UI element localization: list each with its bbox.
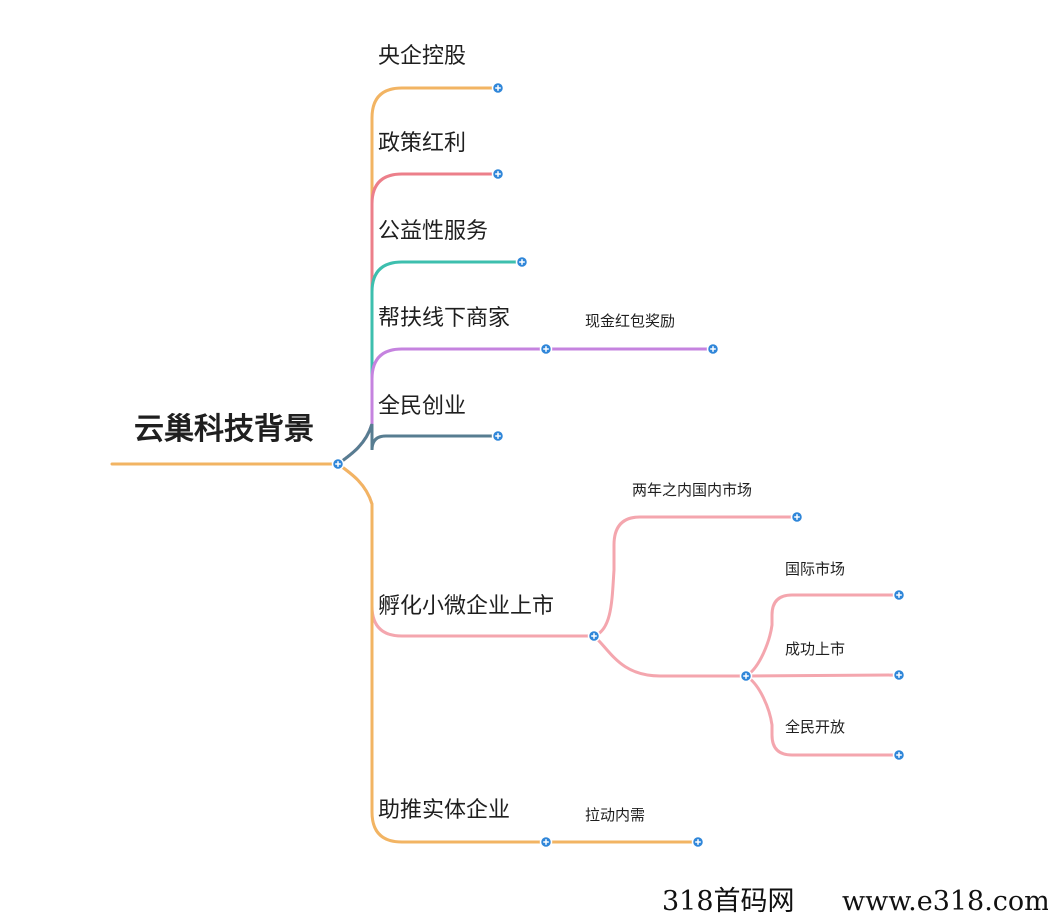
branch-label-boost-real-economy[interactable]: 助推实体企业 bbox=[378, 798, 511, 823]
root-expand-icon[interactable] bbox=[331, 457, 345, 471]
watermark-site-url: www.e318.com bbox=[842, 886, 1048, 917]
expand-icon-policy-bonus[interactable] bbox=[491, 167, 505, 181]
child-label-successful-listing[interactable]: 成功上市 bbox=[785, 640, 846, 658]
child-label-open-to-all[interactable]: 全民开放 bbox=[785, 718, 846, 736]
child-label-domestic-market[interactable]: 两年之内国内市场 bbox=[632, 481, 753, 499]
branch-label-mass-entrepreneurship[interactable]: 全民创业 bbox=[378, 394, 467, 419]
expand-icon-mass-entrepreneurship[interactable] bbox=[491, 429, 505, 443]
expand-icon-domestic-market[interactable] bbox=[790, 510, 804, 524]
child-line-listing-group bbox=[592, 634, 748, 678]
branch-label-central-soe[interactable]: 央企控股 bbox=[378, 44, 467, 69]
child-line-domestic-market bbox=[592, 515, 799, 638]
expand-icon-public-service[interactable] bbox=[515, 255, 529, 269]
branch-label-public-service[interactable]: 公益性服务 bbox=[378, 219, 489, 244]
child-label-cash-reward[interactable]: 现金红包奖励 bbox=[585, 312, 676, 330]
expand-icon-international-market[interactable] bbox=[892, 588, 906, 602]
grandchild-line-open-to-all bbox=[744, 674, 901, 757]
expand-icon-boost-real-economy[interactable] bbox=[539, 835, 553, 849]
grandchild-line-successful-listing bbox=[744, 673, 901, 678]
expand-icon-open-to-all[interactable] bbox=[892, 748, 906, 762]
grandchild-line-international-market bbox=[744, 593, 901, 678]
expand-icon-successful-listing[interactable] bbox=[892, 668, 906, 682]
expand-icon-central-soe[interactable] bbox=[491, 81, 505, 95]
branch-line-mass-entrepreneurship bbox=[336, 423, 500, 466]
branch-label-incubate-listing[interactable]: 孵化小微企业上市 bbox=[378, 594, 555, 619]
branch-label-policy-bonus[interactable]: 政策红利 bbox=[378, 131, 467, 156]
child-label-stimulate-demand[interactable]: 拉动内需 bbox=[585, 806, 646, 824]
branch-label-support-merchants[interactable]: 帮扶线下商家 bbox=[378, 306, 511, 331]
expand-icon-incubate-listing[interactable] bbox=[587, 629, 601, 643]
branch-line-boost-real-economy bbox=[336, 462, 548, 844]
expand-icon-stimulate-demand[interactable] bbox=[691, 835, 705, 849]
watermark-site-name: 318首码网 bbox=[662, 886, 795, 917]
child-label-international-market[interactable]: 国际市场 bbox=[785, 560, 846, 578]
root-node-label[interactable]: 云巢科技背景 bbox=[134, 412, 314, 447]
expand-icon-cash-reward[interactable] bbox=[706, 342, 720, 356]
expand-icon-listing-group[interactable] bbox=[739, 669, 753, 683]
expand-icon-support-merchants[interactable] bbox=[539, 342, 553, 356]
